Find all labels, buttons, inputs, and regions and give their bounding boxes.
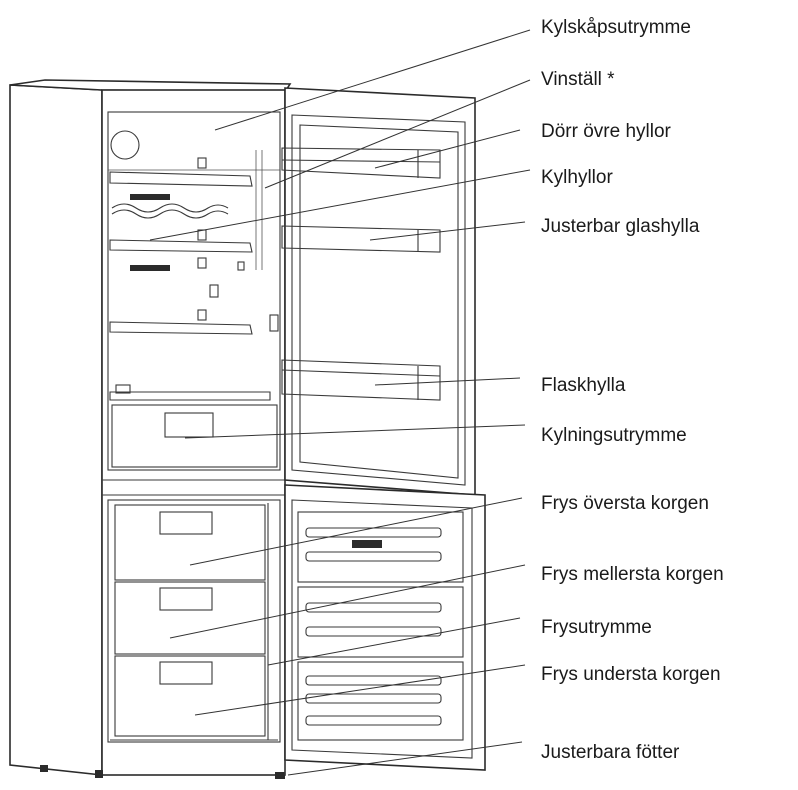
freezer-door: [284, 484, 486, 775]
leader-line: [287, 741, 523, 776]
leader-line: [149, 169, 531, 241]
label-frys-oversta-korgen: Frys översta korgen: [541, 493, 709, 514]
cabinet-body: [9, 79, 292, 779]
freezer-compartment: [110, 503, 278, 741]
fridge-compartment: [108, 130, 280, 468]
leader-line: [214, 29, 531, 131]
label-kylskapsutrymme: Kylskåpsutrymme: [541, 17, 691, 38]
label-justerbara-fotter: Justerbara fötter: [541, 742, 680, 763]
label-kylningsutrymme: Kylningsutrymme: [541, 425, 687, 446]
leader-lines: [149, 29, 531, 776]
leader-line: [169, 564, 526, 639]
label-flaskhylla: Flaskhylla: [541, 375, 626, 396]
leader-line: [374, 377, 521, 386]
leader-line: [194, 664, 526, 716]
leader-line: [369, 221, 526, 241]
leader-line: [267, 617, 521, 666]
labels: Kylskåpsutrymme Vinställ * Dörr övre hyl…: [541, 17, 724, 763]
label-vinstall: Vinställ *: [541, 69, 615, 90]
label-frys-mellersta-korgen: Frys mellersta korgen: [541, 564, 724, 585]
leader-line: [374, 129, 521, 169]
label-kylhyllor: Kylhyllor: [541, 167, 613, 188]
leader-line: [189, 497, 523, 566]
label-frysutrymme: Frysutrymme: [541, 617, 652, 638]
label-dorr-ovre-hyllor: Dörr övre hyllor: [541, 121, 672, 142]
label-frys-understa-korgen: Frys understa korgen: [541, 664, 721, 685]
leader-line: [184, 424, 526, 439]
label-justerbar-glashylla: Justerbar glashylla: [541, 216, 700, 237]
leader-line: [264, 79, 531, 189]
